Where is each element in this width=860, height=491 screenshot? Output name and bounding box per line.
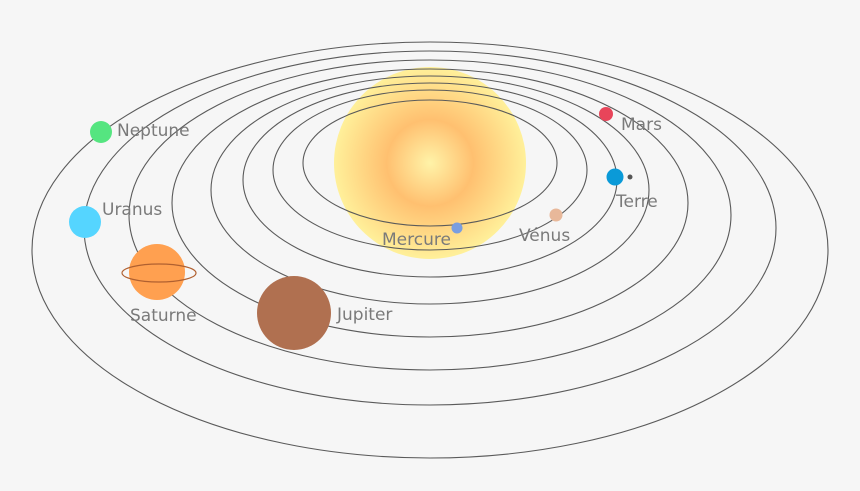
planet-terre xyxy=(606,168,624,186)
label-jupiter: Jupiter xyxy=(336,305,392,325)
sun-disc xyxy=(334,67,526,259)
label-venus: Vénus xyxy=(519,226,570,246)
label-mars: Mars xyxy=(621,115,662,135)
label-neptune: Neptune xyxy=(117,121,190,141)
planet-neptune xyxy=(90,121,112,143)
planet-uranus xyxy=(69,206,101,238)
orbit-jupiter xyxy=(171,68,689,338)
sun xyxy=(334,67,526,259)
label-terre: Terre xyxy=(615,192,658,212)
orbit-venus xyxy=(272,89,588,251)
label-uranus: Uranus xyxy=(102,200,162,220)
planet-mars xyxy=(599,107,613,121)
planet-jupiter xyxy=(257,276,331,350)
label-mercure: Mercure xyxy=(382,230,451,250)
planets xyxy=(69,107,633,350)
orbit-mercure xyxy=(302,99,558,227)
orbit-saturne xyxy=(128,59,732,371)
orbit-mars xyxy=(210,75,650,305)
ring-saturne xyxy=(121,263,197,283)
planet-saturne xyxy=(129,244,185,300)
moon-terre xyxy=(627,174,633,180)
planet-mercure xyxy=(451,222,463,234)
label-saturne: Saturne xyxy=(130,306,197,326)
planet-labels: Mercure Vénus Terre Mars Jupiter Saturne… xyxy=(102,115,662,326)
orbit-neptune xyxy=(31,41,829,459)
planet-venus xyxy=(549,208,563,222)
